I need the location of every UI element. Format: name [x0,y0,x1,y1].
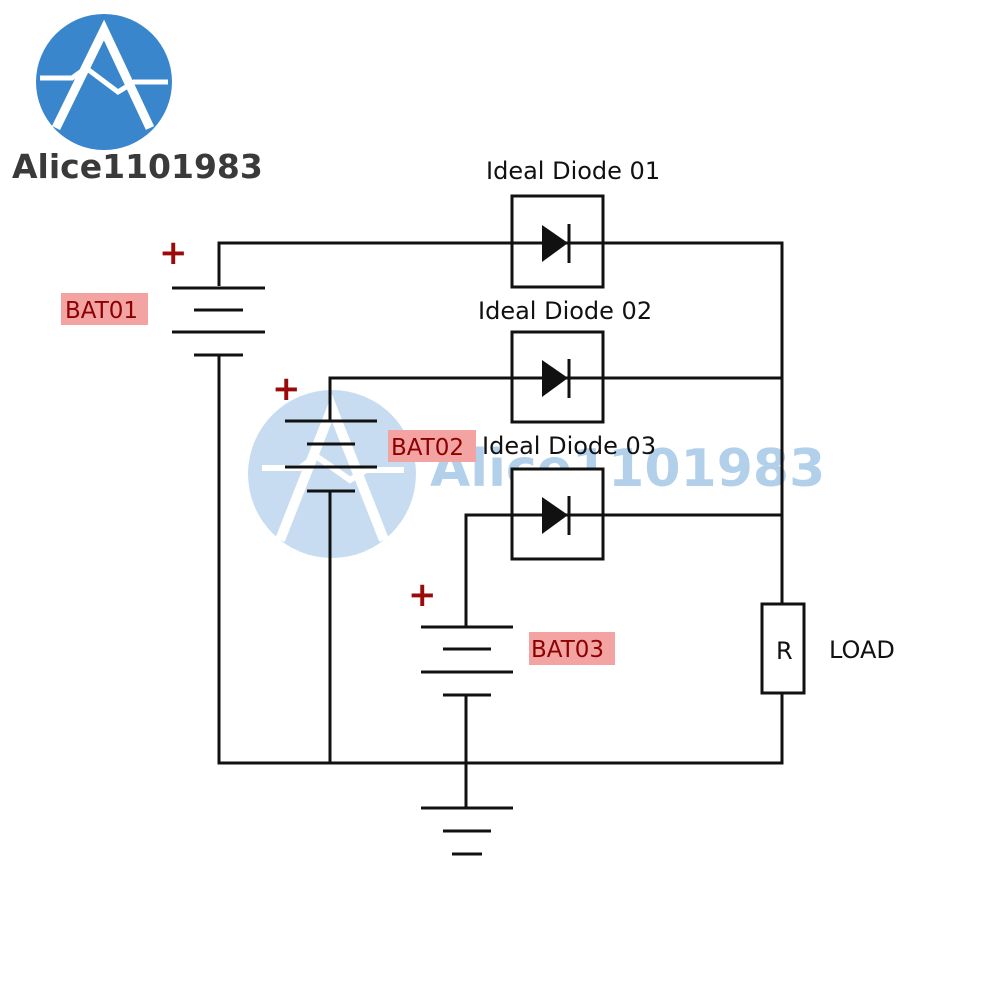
ideal-diode-01: Ideal Diode 01 [486,157,660,289]
diode-01-label: Ideal Diode 01 [486,157,660,185]
watermark-circle-icon [248,390,416,558]
resistor-symbol: R [776,637,793,665]
diode-02-label: Ideal Diode 02 [478,297,652,325]
ground-icon [421,806,513,856]
battery-bat01: + BAT01 [61,233,265,357]
battery-bat03: + BAT03 [408,575,615,697]
logo-text: Alice1101983 [12,147,263,186]
bat02-label: BAT02 [391,435,464,461]
plus-sign: + [408,575,437,615]
ideal-diode-03: Ideal Diode 03 [482,432,656,561]
bat01-label: BAT01 [65,298,138,324]
load-resistor: R LOAD [760,602,895,695]
load-label: LOAD [829,636,895,664]
bat03-label: BAT03 [531,637,604,663]
battery-bat02: + BAT02 [272,369,476,493]
watermark-text: Alice1101983 [430,439,825,499]
plus-sign: + [272,369,301,409]
diode-03-label: Ideal Diode 03 [482,432,656,460]
diode-icon [542,225,568,262]
ideal-diode-02: Ideal Diode 02 [478,297,652,424]
plus-sign: + [159,233,188,273]
logo: Alice1101983 [12,14,263,186]
diode-icon [542,497,568,534]
diode-icon [542,360,568,397]
wires [217,241,784,808]
watermark [248,390,416,558]
logo-a-glyph-icon [51,19,155,130]
